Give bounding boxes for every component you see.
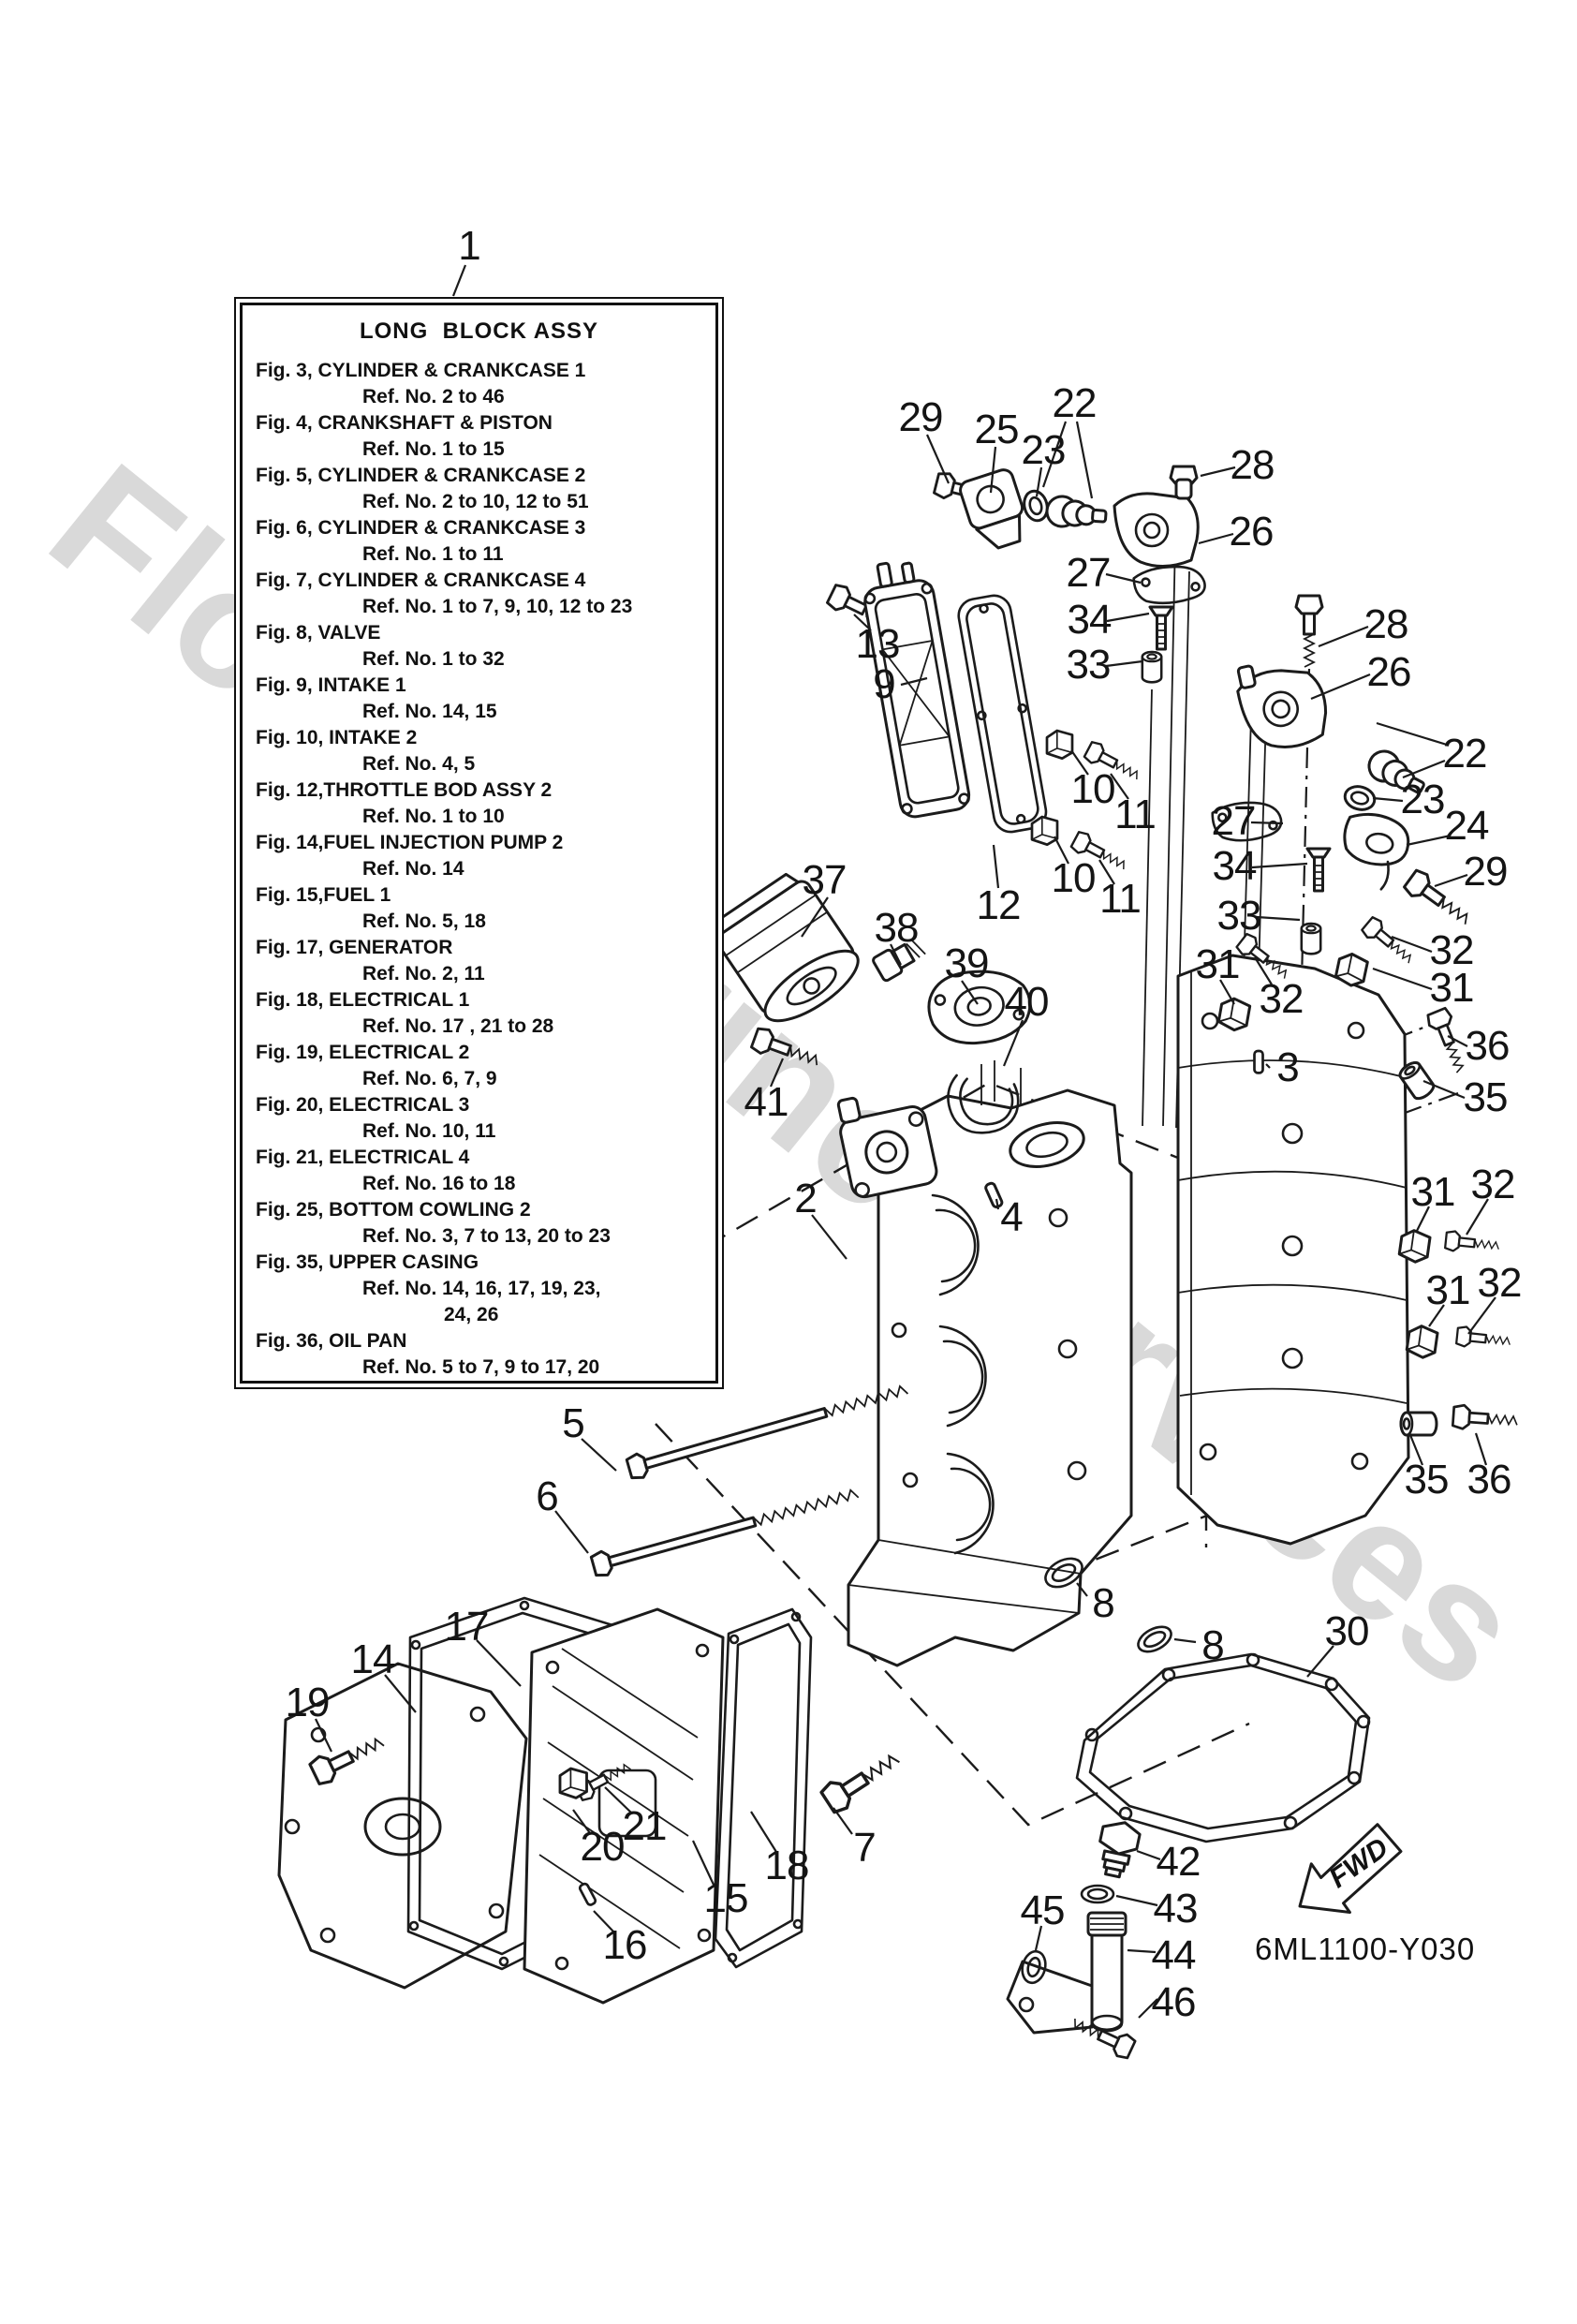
fig-entry: Fig. 3, CYLINDER & CRANKCASE 1 <box>256 360 586 381</box>
part-42-drain-plug <box>1098 1821 1142 1879</box>
fig-ref: 24, 26 <box>444 1304 499 1325</box>
fig-entry: Fig. 25, BOTTOM COWLING 2 <box>256 1199 531 1221</box>
fig-ref: Ref. No. 14 <box>362 858 464 880</box>
info-box-title: LONG BLOCK ASSY <box>359 318 599 344</box>
part-30-oil-pan-gasket <box>1075 1652 1371 1843</box>
part-6-long-bolt <box>589 1488 860 1577</box>
fig-ref: Ref. No. 2, 11 <box>362 963 485 984</box>
part-2-cylinder-block <box>847 1060 1133 1667</box>
valve-housing-right <box>1211 594 1478 955</box>
fig-ref: Ref. No. 17 , 21 to 28 <box>362 1015 554 1037</box>
fwd-arrow: FWD <box>1298 1823 1403 1915</box>
fig-entry: Fig. 21, ELECTRICAL 4 <box>256 1147 470 1168</box>
fig-entry: Fig. 6, CYLINDER & CRANKCASE 3 <box>256 517 586 539</box>
fig-entry: Fig. 5, CYLINDER & CRANKCASE 2 <box>256 465 586 486</box>
fig-entry: Fig. 18, ELECTRICAL 1 <box>256 989 470 1011</box>
fig-list: Fig. 3, CYLINDER & CRANKCASE 1 Ref. No. 2… <box>243 358 715 1381</box>
fig-entry: Fig. 17, GENERATOR <box>256 937 453 958</box>
part-12-head-cover-gasket <box>957 594 1048 834</box>
crankcase-half-drawing <box>1176 954 1410 1546</box>
part-39-thermostat-cover <box>927 970 1032 1045</box>
fig-ref: Ref. No. 14, 15 <box>362 701 497 722</box>
fig-ref: Ref. No. 5, 18 <box>362 910 486 932</box>
fig-ref: Ref. No. 2 to 10, 12 to 51 <box>362 491 589 512</box>
head-cover-clamps <box>1030 729 1145 877</box>
fig-ref: Ref. No. 16 to 18 <box>362 1173 516 1194</box>
fig-ref: Ref. No. 5 to 7, 9 to 17, 20 <box>362 1356 600 1378</box>
part-43-o-ring <box>1080 1884 1115 1904</box>
fig-ref: Ref. No. 14, 16, 17, 19, 23, <box>362 1278 601 1299</box>
fig-ref: Ref. No. 2 to 46 <box>362 386 505 407</box>
part-38-fitting <box>872 940 926 983</box>
part-8-o-rings <box>1044 1557 1172 1653</box>
fig-ref: Ref. No. 1 to 11 <box>362 543 504 565</box>
fig-entry: Fig. 8, VALVE <box>256 622 381 644</box>
fig-entry: Fig. 12,THROTTLE BOD ASSY 2 <box>256 779 553 801</box>
valve-housing-top <box>1113 465 1206 684</box>
oil-pump-drawing <box>836 1096 938 1199</box>
fig-ref: Ref. No. 6, 7, 9 <box>362 1068 497 1089</box>
throttle-body-assembly-1 <box>932 468 1109 550</box>
fig-entry: Fig. 36, OIL PAN <box>256 1330 407 1352</box>
part-40-gasket <box>947 1073 1020 1134</box>
part-18-gasket <box>714 1607 813 1969</box>
part-5-long-bolt <box>625 1384 909 1480</box>
part-45-o-ring <box>1021 1949 1047 1985</box>
fig-ref: Ref. No. 10, 11 <box>362 1120 496 1142</box>
fig-ref: Ref. No. 1 to 7, 9, 10, 12 to 23 <box>362 596 633 617</box>
part-44-pickup-tube <box>1006 1911 1127 2035</box>
part-14-side-cover <box>277 1662 528 1990</box>
fig-entry: Fig. 15,FUEL 1 <box>256 884 391 906</box>
fig-ref: Ref. No. 1 to 10 <box>362 806 505 827</box>
fig-entry: Fig. 14,FUEL INJECTION PUMP 2 <box>256 832 564 853</box>
fig-ref: Ref. No. 3, 7 to 13, 20 to 23 <box>362 1225 611 1247</box>
part-37-oil-filter <box>715 872 860 1023</box>
fig-ref: Ref. No. 4, 5 <box>362 753 476 775</box>
fig-entry: Fig. 20, ELECTRICAL 3 <box>256 1094 470 1116</box>
fig-entry: Fig. 19, ELECTRICAL 2 <box>256 1042 470 1063</box>
fig-ref: Ref. No. 1 to 15 <box>362 438 505 460</box>
fig-entry: Fig. 9, INTAKE 1 <box>256 674 406 696</box>
part-41-bolt <box>749 1025 824 1074</box>
drawing-code: 6ML1100-Y030 <box>1255 1932 1476 1966</box>
leader-lines <box>315 264 1496 2019</box>
fig-ref: Ref. No. 1 to 32 <box>362 648 505 670</box>
long-block-assy-box: LONG BLOCK ASSY Fig. 3, CYLINDER & CRANK… <box>234 297 724 1389</box>
fig-entry: Fig. 10, INTAKE 2 <box>256 727 418 748</box>
part-9-head-cover <box>824 561 971 819</box>
fig-entry: Fig. 4, CRANKSHAFT & PISTON <box>256 412 553 434</box>
fig-entry: Fig. 35, UPPER CASING <box>256 1251 479 1273</box>
fig-entry: Fig. 7, CYLINDER & CRANKCASE 4 <box>256 570 586 591</box>
